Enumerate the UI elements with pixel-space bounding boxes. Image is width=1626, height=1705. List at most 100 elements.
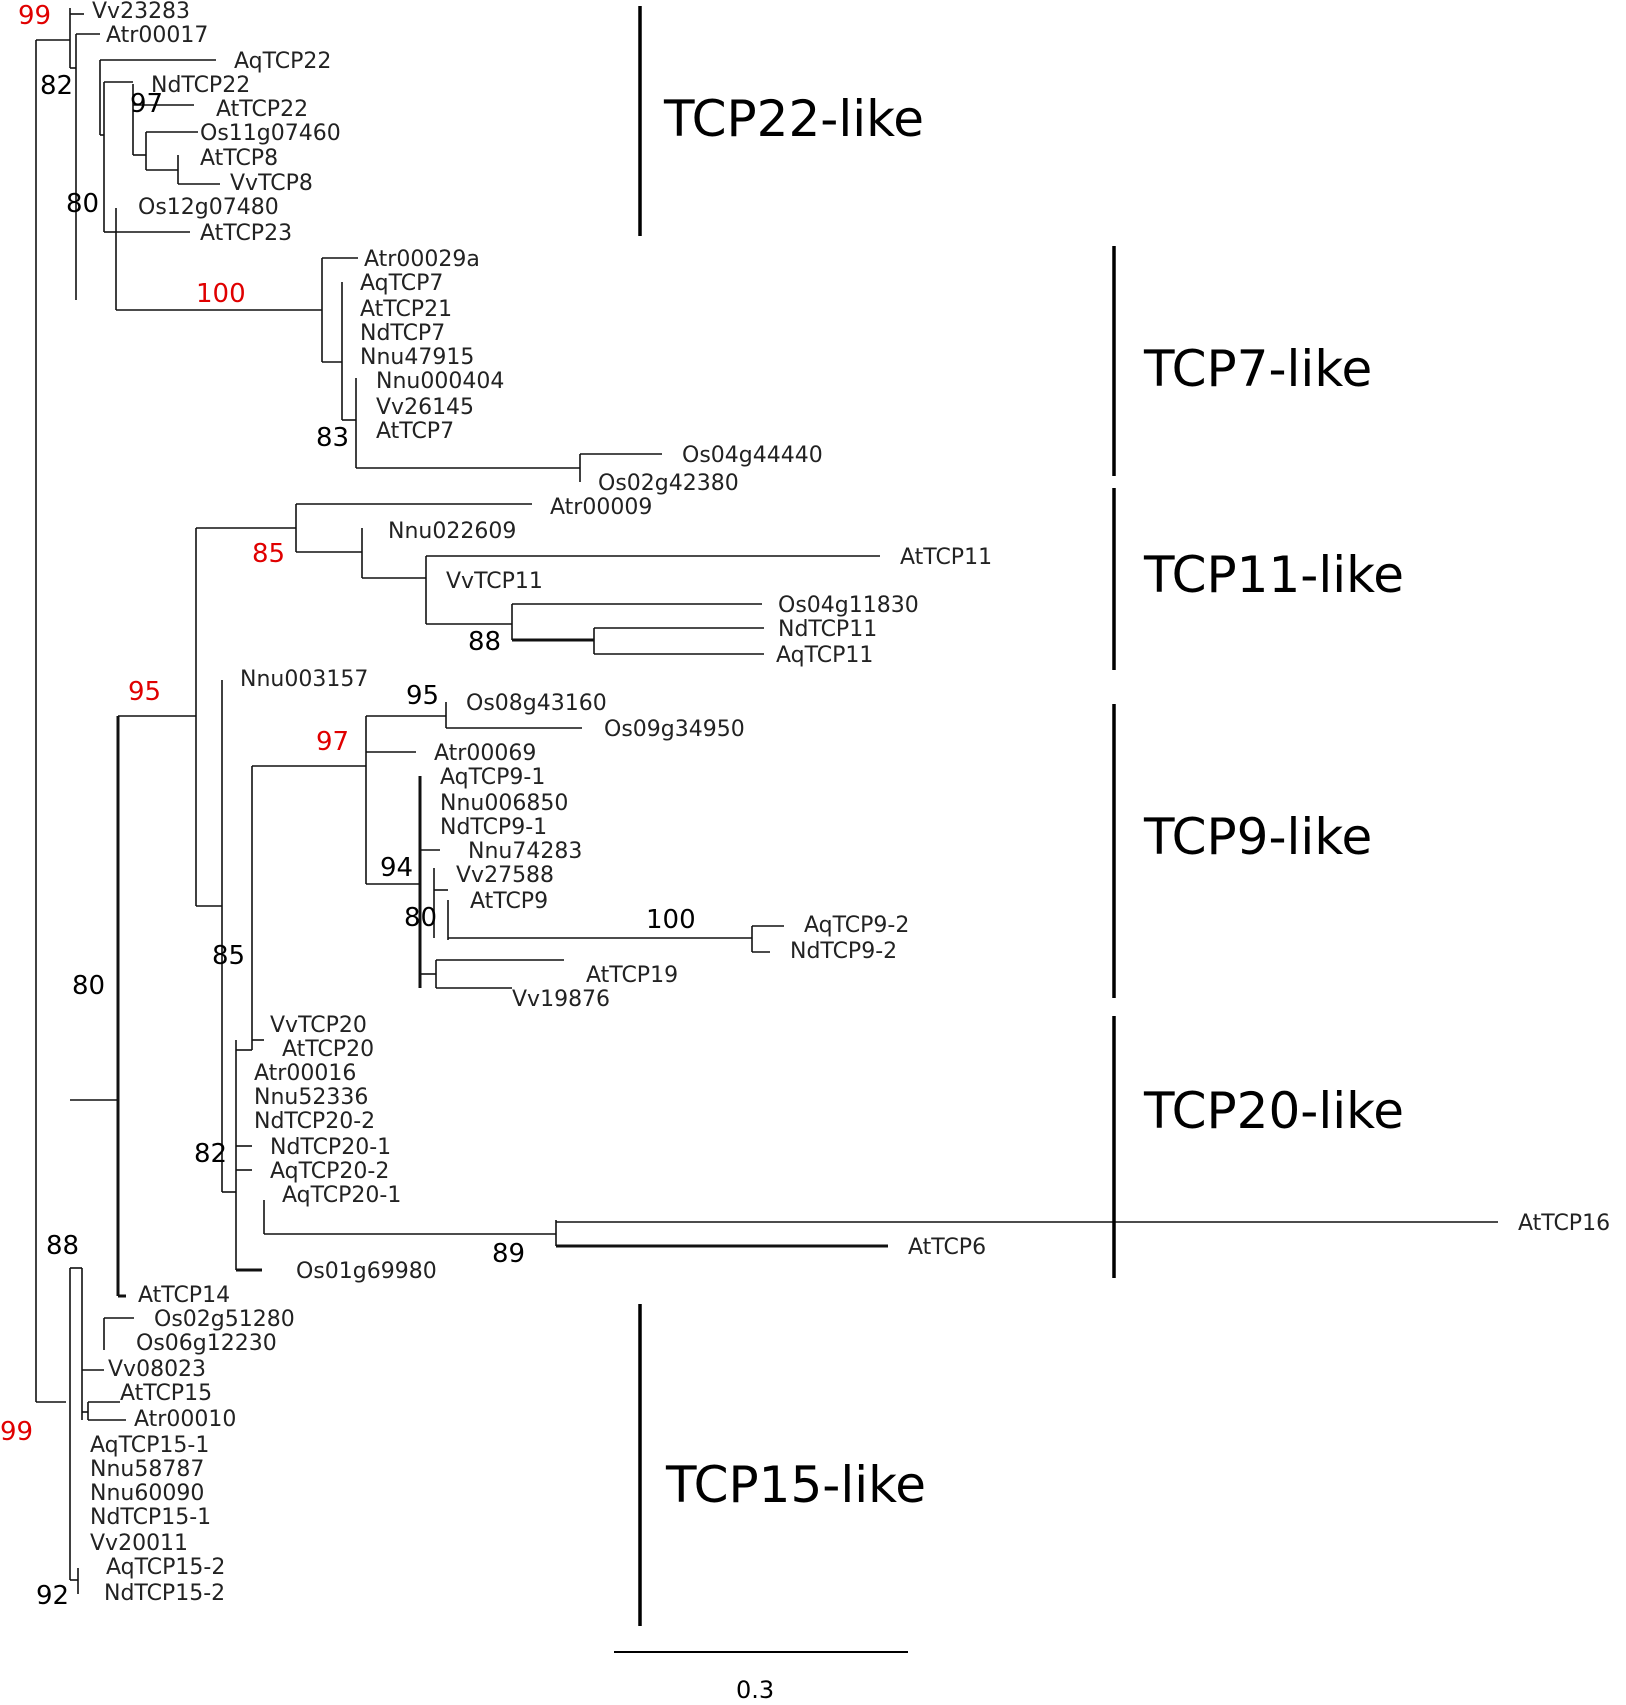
leaf-label: Nnu003157: [240, 667, 368, 692]
support-value: 100: [196, 279, 246, 309]
clade-label: TCP22-like: [663, 90, 924, 148]
leaf-label: Atr00009: [550, 495, 652, 520]
leaf-label: AtTCP8: [200, 146, 278, 171]
support-value: 95: [128, 677, 161, 707]
leaf-label: AtTCP6: [908, 1235, 986, 1260]
leaf-label: Nnu74283: [468, 839, 582, 864]
leaf-label: AtTCP19: [586, 963, 678, 988]
clade-annotations: TCP22-like TCP7-like TCP11-like TCP9-lik…: [638, 6, 1404, 1626]
leaf-label: AqTCP20-1: [282, 1183, 401, 1208]
leaf-label: AtTCP21: [360, 297, 452, 322]
leaf-label: VvTCP20: [270, 1013, 367, 1038]
clade-label: TCP9-like: [1143, 808, 1372, 866]
leaf-label: NdTCP15-2: [104, 1581, 225, 1606]
clade-label: TCP7-like: [1143, 340, 1372, 398]
leaf-labels: Vv23283 Atr00017 AqTCP22 NdTCP22 AtTCP22…: [90, 0, 1610, 1606]
leaf-label: AqTCP15-1: [90, 1433, 209, 1458]
leaf-label: Nnu60090: [90, 1481, 204, 1506]
support-value: 85: [212, 941, 245, 971]
leaf-label: Vv20011: [90, 1531, 188, 1556]
support-value: 82: [194, 1139, 227, 1169]
leaf-label: Nnu000404: [376, 369, 504, 394]
support-value: 97: [316, 727, 349, 757]
leaf-label: NdTCP20-1: [270, 1135, 391, 1160]
leaf-label: Os01g69980: [296, 1259, 437, 1284]
leaf-label: AqTCP20-2: [270, 1159, 389, 1184]
leaf-label: NdTCP20-2: [254, 1109, 375, 1134]
leaf-label: Os04g11830: [778, 593, 919, 618]
support-value: 88: [46, 1231, 79, 1261]
support-value: 89: [492, 1239, 525, 1269]
clade-label: TCP20-like: [1143, 1082, 1404, 1140]
support-value: 80: [404, 903, 437, 933]
clade-label: TCP15-like: [665, 1456, 926, 1514]
leaf-label: NdTCP9-1: [440, 815, 547, 840]
leaf-label: Os02g42380: [598, 471, 739, 496]
support-value: 92: [36, 1581, 69, 1611]
support-value: 94: [380, 853, 413, 883]
leaf-label: Os02g51280: [154, 1307, 295, 1332]
leaf-label: NdTCP15-1: [90, 1505, 211, 1530]
support-value: 97: [130, 89, 163, 119]
leaf-label: NdTCP9-2: [790, 939, 897, 964]
support-value: 95: [406, 681, 439, 711]
leaf-label: Os08g43160: [466, 691, 607, 716]
leaf-label: Vv23283: [92, 0, 190, 24]
leaf-label: AtTCP11: [900, 545, 992, 570]
leaf-label: NdTCP22: [151, 73, 250, 98]
support-value: 80: [66, 189, 99, 219]
leaf-label: Vv19876: [512, 987, 610, 1012]
leaf-label: AtTCP14: [138, 1283, 230, 1308]
leaf-label: AtTCP22: [216, 97, 308, 122]
leaf-label: AtTCP23: [200, 221, 292, 246]
leaf-label: Atr00010: [134, 1407, 236, 1432]
leaf-label: Atr00029a: [364, 247, 480, 272]
support-value: 100: [646, 905, 696, 935]
leaf-label: AqTCP22: [234, 49, 331, 74]
leaf-label: Nnu022609: [388, 519, 516, 544]
leaf-label: AtTCP7: [376, 419, 454, 444]
support-values: 99 82 97 80 100 83 85 88 95 95 97 94 80 …: [0, 1, 696, 1611]
scale-bar-label: 0.3: [736, 1676, 774, 1704]
leaf-label: AtTCP15: [120, 1381, 212, 1406]
leaf-label: Os09g34950: [604, 717, 745, 742]
leaf-label: AqTCP9-1: [440, 765, 545, 790]
leaf-label: AtTCP9: [470, 889, 548, 914]
leaf-label: Atr00017: [106, 23, 208, 48]
support-value: 82: [40, 71, 73, 101]
leaf-label: AtTCP16: [1518, 1211, 1610, 1236]
leaf-label: VvTCP11: [446, 569, 543, 594]
support-value: 85: [252, 539, 285, 569]
leaf-label: AqTCP11: [776, 643, 873, 668]
leaf-label: AqTCP7: [360, 271, 443, 296]
leaf-label: VvTCP8: [230, 171, 313, 196]
leaf-label: AqTCP9-2: [804, 913, 909, 938]
clade-label: TCP11-like: [1143, 546, 1404, 604]
tree-branches: [35, 8, 1498, 1594]
leaf-label: Vv08023: [108, 1357, 206, 1382]
support-value: 88: [468, 627, 501, 657]
leaf-label: Os11g07460: [200, 121, 341, 146]
leaf-label: Nnu58787: [90, 1457, 204, 1482]
support-value: 99: [0, 1417, 33, 1447]
leaf-label: Vv26145: [376, 395, 474, 420]
leaf-label: Atr00069: [434, 741, 536, 766]
support-value: 83: [316, 423, 349, 453]
leaf-label: Os06g12230: [136, 1331, 277, 1356]
leaf-label: Nnu52336: [254, 1085, 368, 1110]
leaf-label: NdTCP7: [360, 321, 445, 346]
leaf-label: Atr00016: [254, 1061, 356, 1086]
leaf-label: Os04g44440: [682, 443, 823, 468]
support-value: 80: [72, 971, 105, 1001]
leaf-label: AtTCP20: [282, 1037, 374, 1062]
leaf-label: Nnu006850: [440, 791, 568, 816]
leaf-label: NdTCP11: [778, 617, 877, 642]
leaf-label: AqTCP15-2: [106, 1555, 225, 1580]
leaf-label: Nnu47915: [360, 345, 474, 370]
leaf-label: Vv27588: [456, 863, 554, 888]
thick-branches: [116, 638, 888, 1298]
scale-bar: 0.3: [614, 1651, 908, 1704]
leaf-label: Os12g07480: [138, 195, 279, 220]
support-value: 99: [18, 1, 51, 31]
